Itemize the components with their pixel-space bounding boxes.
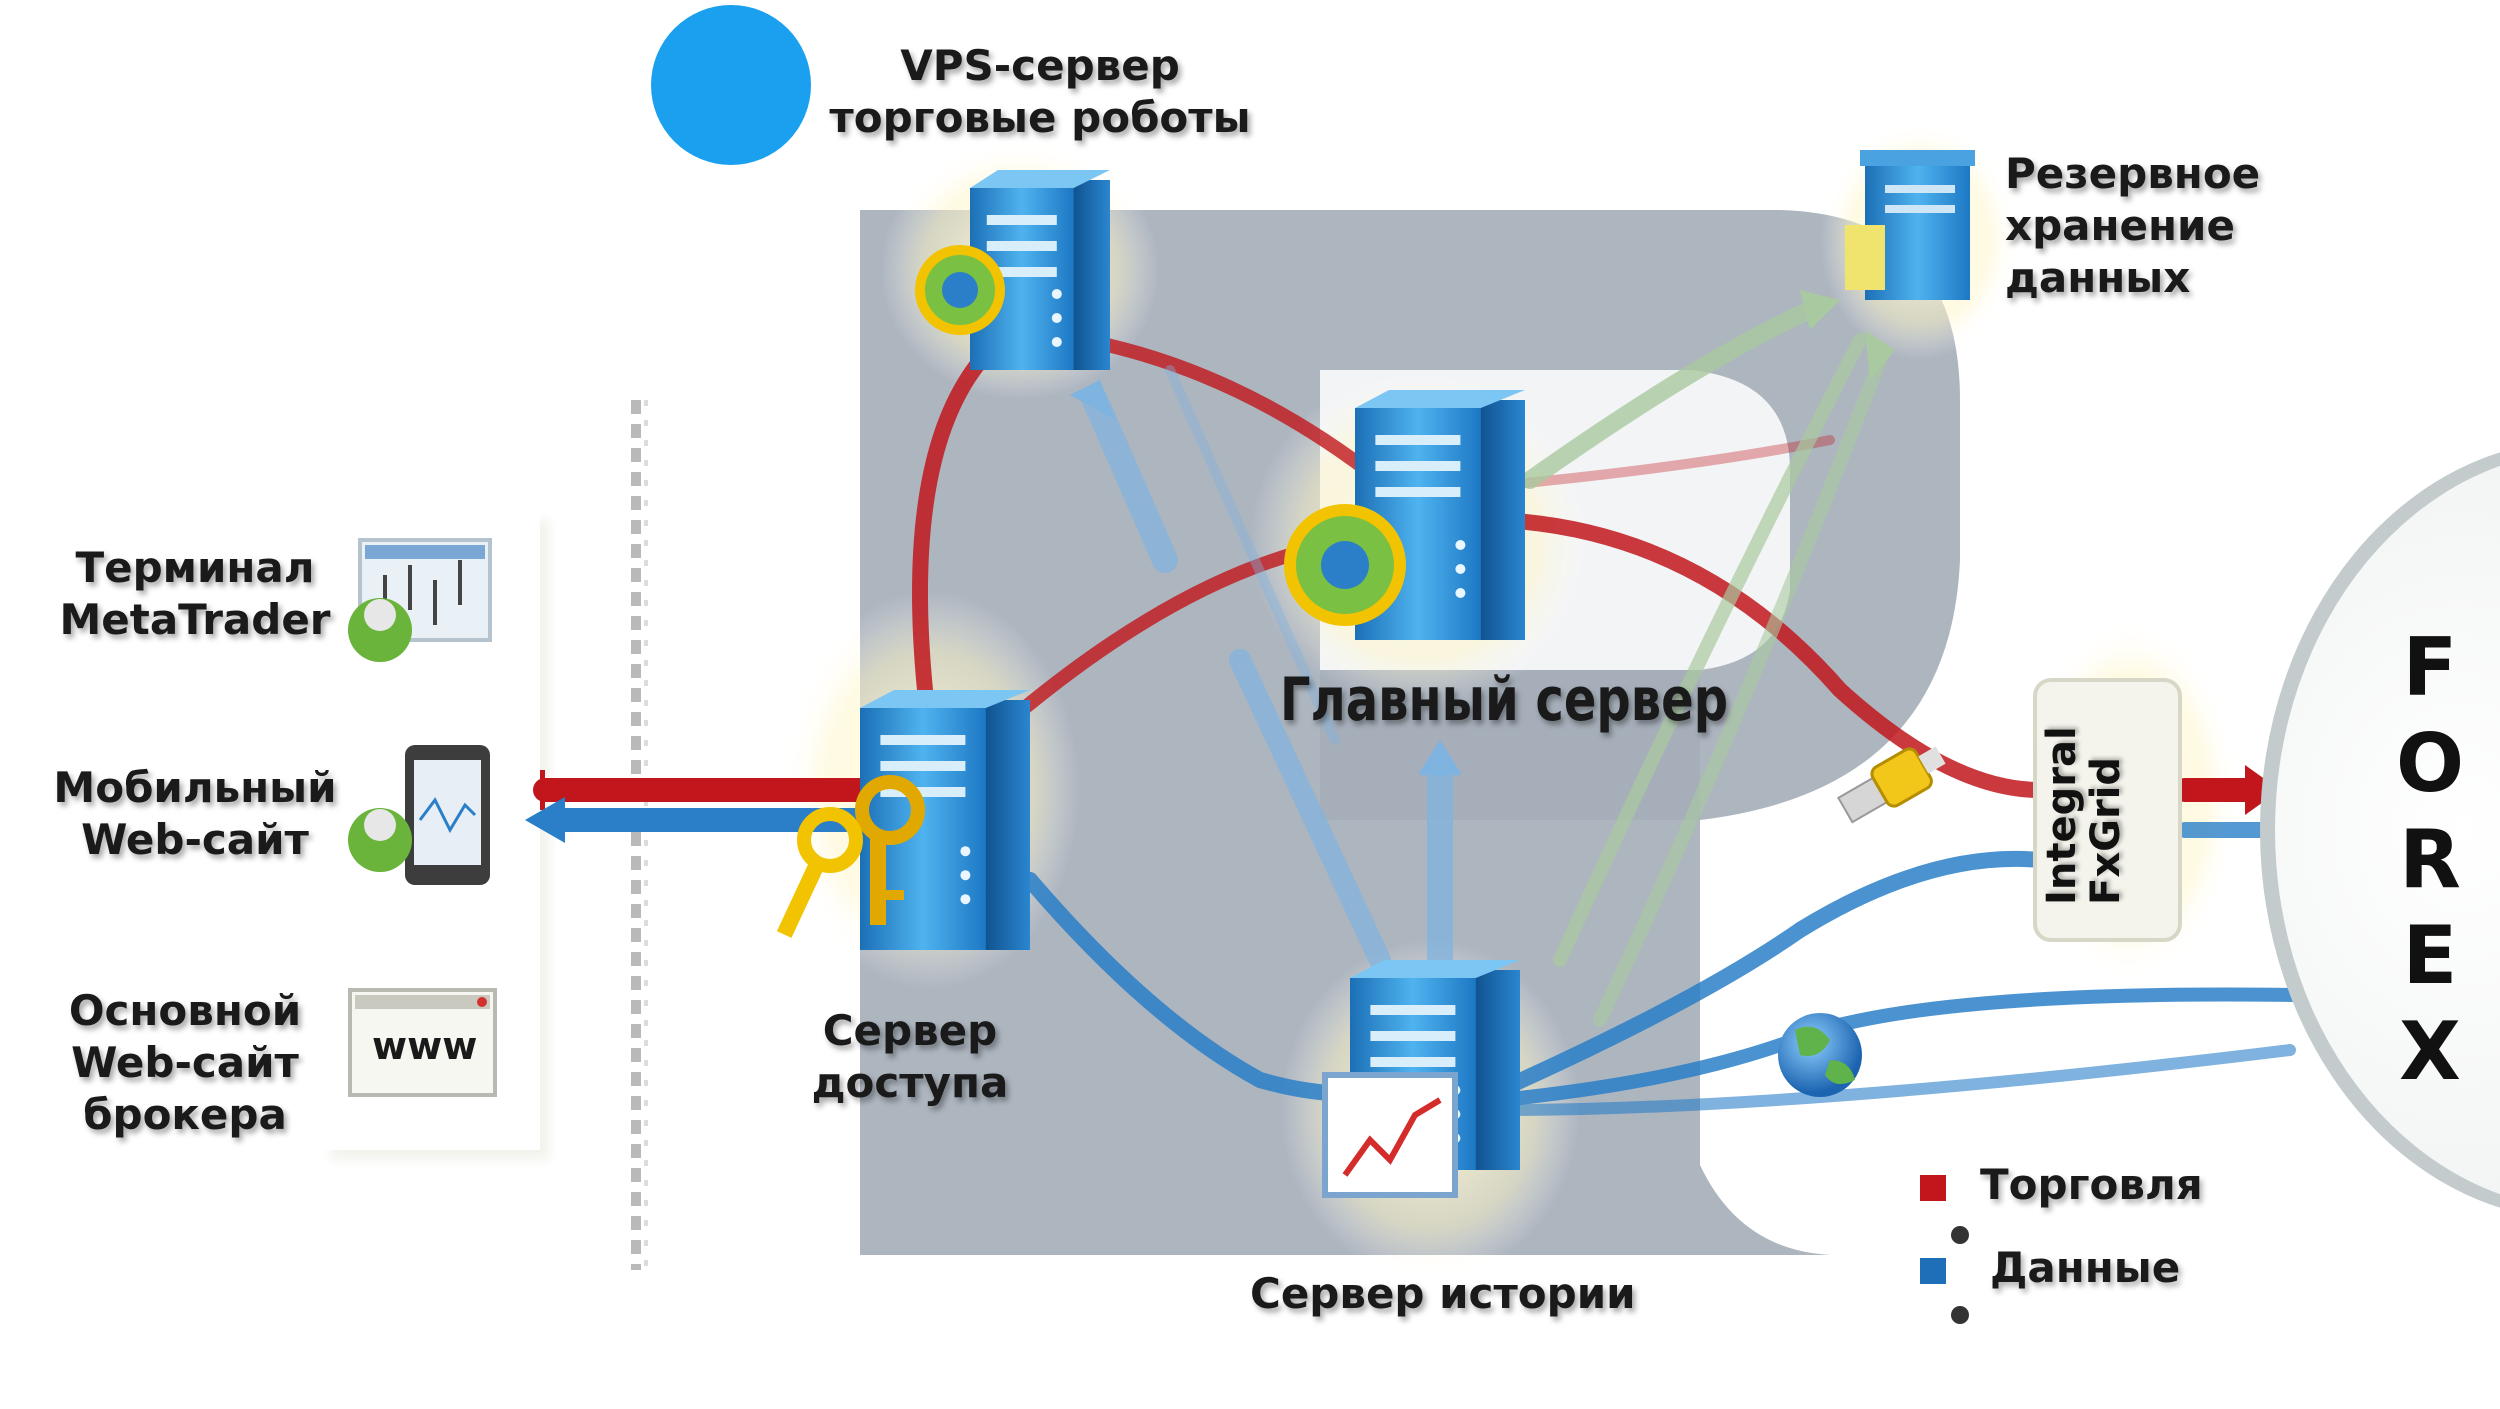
access-server-label: Сервер доступа (811, 1006, 1009, 1107)
forex-letter: X (2399, 1005, 2461, 1098)
connector-icon (1836, 746, 1946, 824)
website-label: Основной Web-сайт брокера (68, 986, 302, 1139)
keys-icon (776, 775, 925, 938)
forex-letter: F (2402, 621, 2458, 714)
legend-trade-swatch (1920, 1175, 1946, 1201)
backup-label: Резервное хранение данных (2005, 149, 2261, 302)
legend-data: Данные (1990, 1243, 2180, 1292)
legend-data-label: Данные (1990, 1243, 2181, 1292)
forex-label: F O R E X (2385, 620, 2475, 1100)
history-chart-icon (1322, 1072, 1458, 1198)
legend-trade: Торговля (1980, 1160, 2203, 1209)
main-metatrader-logo (1284, 504, 1406, 626)
vps-label: VPS-сервер торговые роботы (829, 41, 1251, 142)
mobile-icon (348, 745, 490, 885)
mobile-label: Мобильный Web-сайт (53, 763, 337, 864)
integral-fxgrid-box (2033, 678, 2182, 942)
globe-icon (1778, 1013, 1862, 1097)
terminal-label: Терминал MetaTrader (59, 543, 331, 644)
forex-letter: E (2402, 909, 2458, 1002)
legend-dot-1 (1951, 1226, 1969, 1244)
legend-trade-label: Торговля (1980, 1160, 2203, 1209)
history-server-label: Сервер истории (1250, 1269, 1636, 1318)
forex-sphere (2260, 452, 2500, 1208)
www-label: www (372, 1024, 478, 1068)
website-icon (348, 988, 497, 1097)
forex-letter: O (2395, 717, 2464, 810)
backup-server-icon (1845, 150, 1975, 300)
trade-links (533, 323, 2280, 815)
highlight-marker (651, 5, 811, 165)
terminal-icon (348, 538, 492, 662)
backup-links (1521, 290, 1895, 1027)
forex-letter: R (2399, 813, 2461, 906)
legend-dot-2 (1951, 1306, 1969, 1324)
integral-fxgrid-label: Integral FxGrid (2039, 726, 2129, 905)
legend-data-swatch (1920, 1258, 1946, 1284)
vps-metatrader-logo (915, 245, 1005, 335)
main-server-label: Главный сервер (1280, 665, 1729, 735)
